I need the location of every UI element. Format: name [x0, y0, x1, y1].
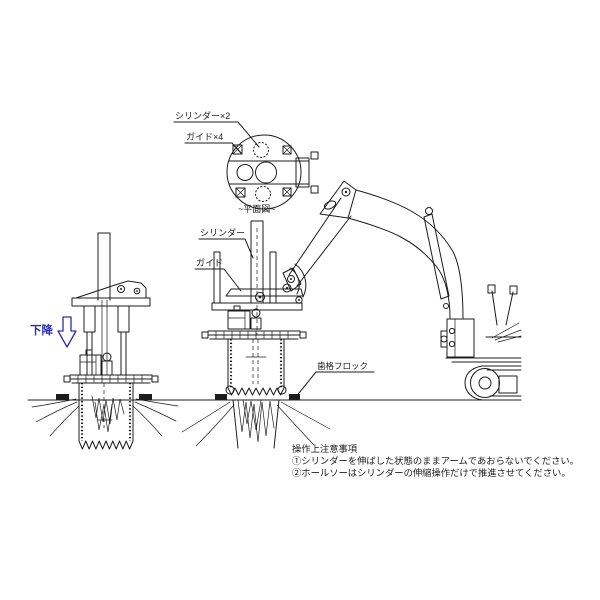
label-guide: ガイド: [196, 258, 223, 268]
leader-cylinder-x2: [173, 121, 260, 148]
ground-block: [289, 394, 300, 400]
note-item-2: ②ホールソーはシリンダーの伸縮操作だけで推進させてください。: [292, 467, 571, 478]
boom-cylinder-pin: [425, 207, 433, 215]
boom-cylinder: [423, 213, 450, 300]
ground-block: [56, 394, 69, 400]
plan-view-labels: シリンダー×2 ガイド×4: [173, 110, 260, 154]
leader-guide: [194, 268, 242, 292]
ground-block: [215, 394, 227, 400]
crawler-track: [481, 365, 522, 371]
drum-flange: [69, 374, 153, 384]
leader-ground-block: [294, 371, 375, 399]
saw-teeth: [227, 387, 285, 396]
ground-block: [139, 394, 152, 400]
note-item-1: ①シリンダーを伸ばした状態のままアームであおらないでください。: [292, 455, 579, 466]
cylinder-bottom-symbol: [255, 186, 271, 202]
cylinder-top-symbol: [253, 142, 269, 158]
label-ground-block: 歯格フロック: [317, 361, 368, 371]
label-cylinder: シリンダー: [200, 227, 245, 238]
plan-view-detail: ~平面図~: [226, 134, 319, 214]
label-cylinder-x2: シリンダー×2: [175, 110, 230, 121]
guide-sleeve: [117, 305, 130, 333]
leader-cylinder: [198, 238, 254, 259]
body-platform: [445, 336, 522, 363]
hole-saw-drum: [227, 338, 285, 389]
label-guide-x4: ガイド×4: [186, 132, 223, 142]
hole-saw-drum: [78, 382, 134, 442]
notes-title: 操作上注意事項: [292, 443, 358, 454]
mount-plate: [75, 280, 147, 299]
saw-teeth: [78, 440, 134, 450]
arm: [288, 197, 352, 287]
swing-link: [289, 263, 307, 298]
control-levers: [491, 290, 514, 326]
descend-annotation: 下降: [30, 316, 77, 348]
drum-flange: [207, 330, 301, 340]
boom: [355, 189, 464, 319]
attachment-lowered-figure: [31, 232, 179, 450]
guide-sleeve: [83, 305, 96, 333]
plan-view-caption: ~平面図~: [238, 204, 276, 214]
attachment-working-figure: シリンダー ガイド: [181, 220, 375, 449]
down-arrow-icon: [57, 316, 77, 348]
arm-end-bracket: [282, 267, 302, 292]
guide-rod: [213, 251, 221, 304]
guide-rod: [269, 251, 277, 304]
operation-notes: 操作上注意事項 ①シリンダーを伸ばした状態のままアームであおらないでください。 …: [292, 443, 579, 478]
label-descend: 下降: [30, 323, 53, 337]
excavator: [288, 180, 522, 401]
leader-guide-x4: [184, 142, 242, 154]
mast: [97, 232, 111, 301]
